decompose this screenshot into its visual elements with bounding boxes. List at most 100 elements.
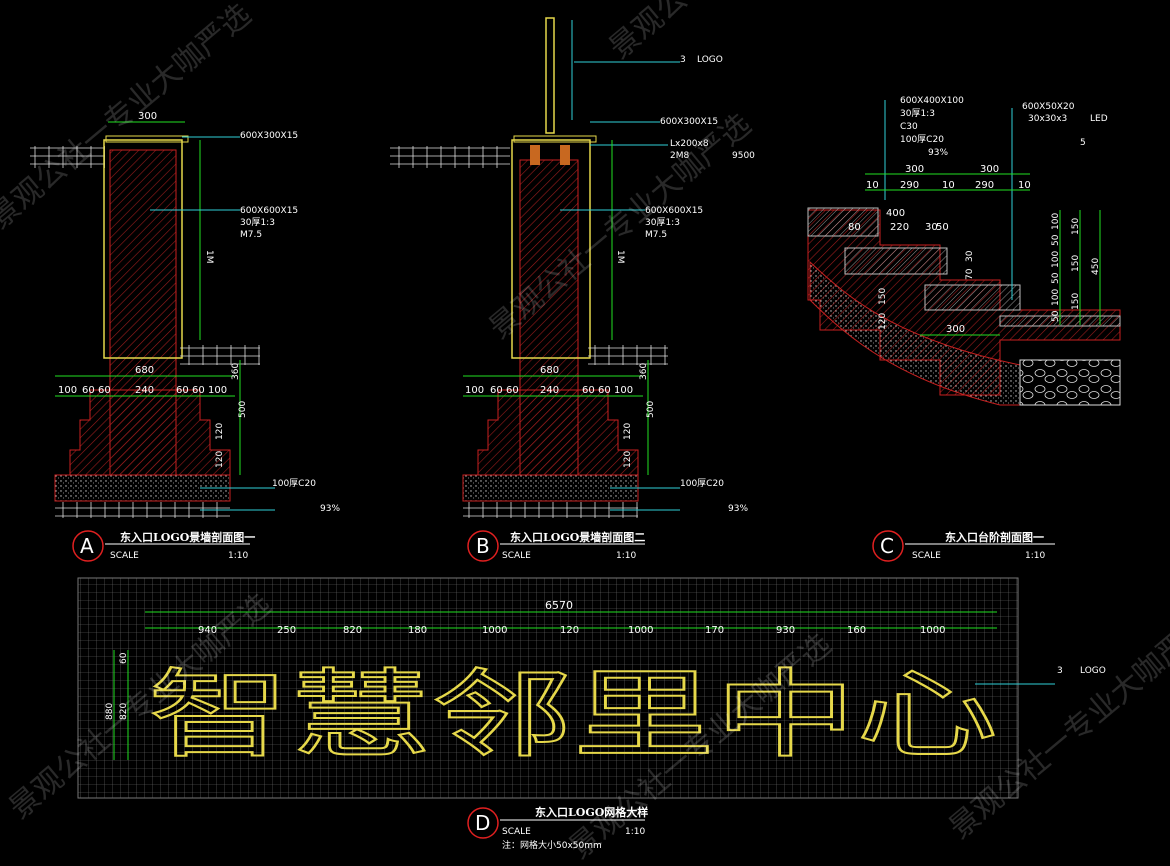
base-b-4: 60 (582, 385, 595, 396)
section-b: 3 LOGO 600X300X15 Lx200x8 2M8 9500 1M 60… (390, 17, 755, 562)
d-left-2: 820 (119, 703, 129, 720)
d-dim-4: 1000 (482, 625, 507, 636)
step-tread-2 (844, 247, 948, 275)
section-a-letter: A (80, 534, 94, 558)
compacted-soil (55, 502, 230, 518)
base-dim-2: 60 (98, 385, 111, 396)
d-dim-5: 120 (560, 625, 579, 636)
dim-top-300: 300 (138, 111, 157, 122)
finish-label-3: M7.5 (240, 230, 262, 240)
layer-b-1: 100厚C20 (680, 478, 724, 489)
c-rnote-0: 600X50X20 (1022, 102, 1075, 112)
footing (69, 389, 231, 476)
section-c-letter: C (880, 534, 894, 558)
logo-label: 3 (680, 55, 686, 65)
section-d-title: 东入口LOGO网格大样 (535, 805, 648, 819)
c-inner-0: 400 (886, 208, 905, 219)
c-inner-3: 30 (925, 222, 938, 233)
right-dim-1: 500 (238, 401, 248, 418)
d-dim-7: 170 (705, 625, 724, 636)
c-small-3: 150 (878, 288, 888, 305)
d-dim-0: 940 (198, 625, 217, 636)
d-dim-3: 180 (408, 625, 427, 636)
c-side-0: 150 (1071, 218, 1081, 235)
ground-soil-right-b (588, 345, 668, 365)
finish-b-1: 600X600X15 (645, 206, 703, 216)
c-top-dim-0: 300 (905, 164, 924, 175)
bolt-label-2: 2M8 (670, 151, 689, 161)
c-vert-1: 50 (1051, 234, 1061, 246)
section-b-title: 东入口LOGO景墙剖面图二 (510, 530, 645, 544)
c-vert-5: 50 (1051, 310, 1061, 322)
base-dim-6: 100 (208, 385, 227, 396)
section-a-title: 东入口LOGO景墙剖面图一 (120, 530, 255, 544)
layer-label-1: 100厚C20 (272, 478, 316, 489)
layer-b-2: 93% (728, 504, 748, 514)
d-dim-10: 1000 (920, 625, 945, 636)
c-dim2-2: 10 (942, 180, 955, 191)
anchor-bolt-2 (560, 145, 570, 165)
c-small-1: 70 (965, 268, 975, 280)
finish-b-3: M7.5 (645, 230, 667, 240)
section-b-scale-value: 1:10 (616, 551, 636, 561)
finish-b-2: 30厚1:3 (645, 217, 680, 228)
c-dim2-3: 290 (975, 180, 994, 191)
section-c-scale-label: SCALE (912, 551, 941, 561)
d-dim-1: 250 (277, 625, 296, 636)
d-left-1: 880 (105, 703, 115, 720)
base-b-0: 100 (465, 385, 484, 396)
right-b-0: 360 (639, 363, 649, 380)
c-vert-4: 100 (1051, 289, 1061, 306)
section-b-scale-label: SCALE (502, 551, 531, 561)
vertical-dim-label-b: 1M (615, 250, 625, 264)
logo-grid (77, 577, 1019, 799)
c-note-0: 600X400X100 (900, 96, 964, 106)
c-side-1: 150 (1071, 255, 1081, 272)
c-side-3: 450 (1091, 258, 1101, 275)
section-c: 600X400X100 30厚1:3 C30 100厚C20 93% 600X5… (807, 96, 1121, 562)
section-b-circle (467, 530, 499, 562)
c-note-4: 93% (928, 148, 948, 158)
gravel-bed (1019, 359, 1121, 406)
d-rnote-0: 3 (1057, 666, 1063, 676)
section-d-circle (467, 807, 499, 839)
c-side-2: 150 (1071, 293, 1081, 310)
step-tread-1 (807, 207, 879, 237)
c-note-3: 100厚C20 (900, 134, 944, 145)
section-a: 300 600X300X15 1M 600X600X15 30厚1:3 M7.5… (30, 111, 340, 562)
c-dim2-1: 290 (900, 180, 919, 191)
layer-label-2: 93% (320, 504, 340, 514)
compacted-soil-b (463, 502, 638, 518)
c-note-2: C30 (900, 122, 918, 132)
base-dim-4: 60 (176, 385, 189, 396)
section-b-letter: B (476, 534, 490, 558)
finish-label-2: 30厚1:3 (240, 217, 275, 228)
section-d-note: 注：网格大小50x50mm (502, 839, 602, 851)
c-dim2-4: 10 (1018, 180, 1031, 191)
base-b-5: 60 (598, 385, 611, 396)
d-dim-2: 820 (343, 625, 362, 636)
c-small-0: 30 (965, 250, 975, 262)
section-d-scale-value: 1:10 (625, 827, 645, 837)
cap-label-b: 600X300X15 (660, 117, 718, 127)
c-top-dim-1: 300 (980, 164, 999, 175)
c-tread: 300 (946, 324, 965, 335)
d-rnote-1: LOGO (1080, 666, 1106, 676)
base-width-b: 680 (540, 365, 559, 376)
ground-soil-right (180, 345, 260, 365)
base-b-2: 60 (506, 385, 519, 396)
d-total: 6570 (545, 599, 573, 612)
logo-text: 智慧邻里中心 (148, 659, 998, 771)
right-dim-2: 120 (215, 423, 225, 440)
c-inner-1: 80 (848, 222, 861, 233)
wall-outline-b (511, 139, 591, 359)
logo-label-2: LOGO (697, 55, 723, 65)
base-dim-1: 60 (82, 385, 95, 396)
wall-cap-b (513, 135, 597, 143)
section-a-circle (72, 530, 104, 562)
section-d-letter: D (475, 811, 490, 835)
section-a-scale-label: SCALE (110, 551, 139, 561)
vertical-dim-label: 1M (204, 250, 214, 264)
right-b-1: 500 (646, 401, 656, 418)
c-small-2: 120 (878, 313, 888, 330)
